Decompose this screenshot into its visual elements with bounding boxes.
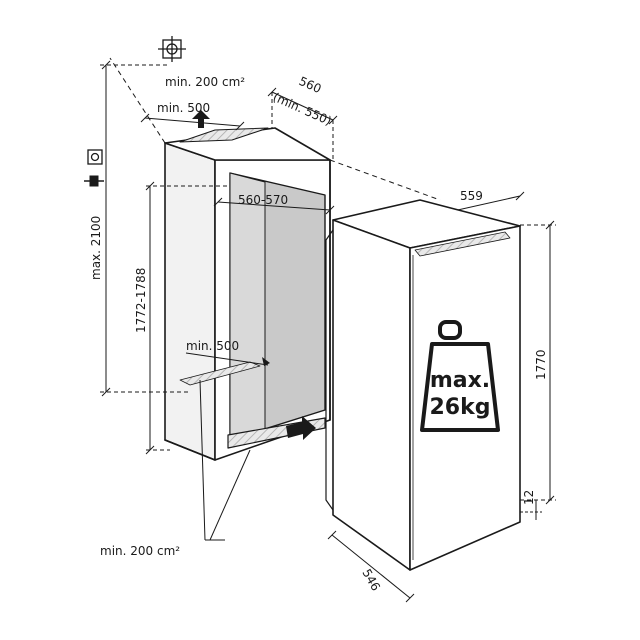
vent-top-depth-label: min. 500 xyxy=(157,101,210,115)
appliance-width-label: 559 xyxy=(460,189,483,203)
socket-icon xyxy=(87,149,103,165)
niche-interior-side xyxy=(229,172,266,441)
niche-height-label: 1772-1788 xyxy=(134,268,148,333)
power-plug-icon xyxy=(84,175,104,187)
airflow-arrow-icon xyxy=(192,110,316,440)
inner-airflow-arrow xyxy=(262,357,270,366)
appliance-side xyxy=(332,219,411,571)
niche-depth-label: 560 xyxy=(297,74,324,96)
vent-bottom-depth-label: min. 500 xyxy=(186,339,239,353)
bottom-vent-slot xyxy=(179,361,261,386)
weight-line2: 26kg xyxy=(430,395,491,420)
appliance-top-vent xyxy=(414,231,511,257)
bottom-airflow-arrow xyxy=(286,416,316,440)
plinth-gap-label: 12 xyxy=(522,490,536,505)
niche-side-wall xyxy=(164,142,216,461)
top-vent-grille xyxy=(179,127,269,143)
niche-height-max-label: max. 2100 xyxy=(89,216,103,280)
appliance-depth-label: 546 xyxy=(359,567,383,594)
vent-bottom-area-label: min. 200 cm² xyxy=(100,544,180,558)
appliance-height-label: 1770 xyxy=(534,349,548,380)
niche xyxy=(164,127,331,461)
ground-symbol-icon xyxy=(158,36,186,62)
weight-line1: max. xyxy=(430,368,490,393)
weight-icon: max. 26kg xyxy=(420,320,500,432)
dimension-lines xyxy=(100,57,556,603)
niche-depth-min-label: (min. 550) xyxy=(271,90,334,128)
vent-top-area-label: min. 200 cm² xyxy=(165,75,245,89)
niche-width-label: 560-570 xyxy=(238,193,288,207)
